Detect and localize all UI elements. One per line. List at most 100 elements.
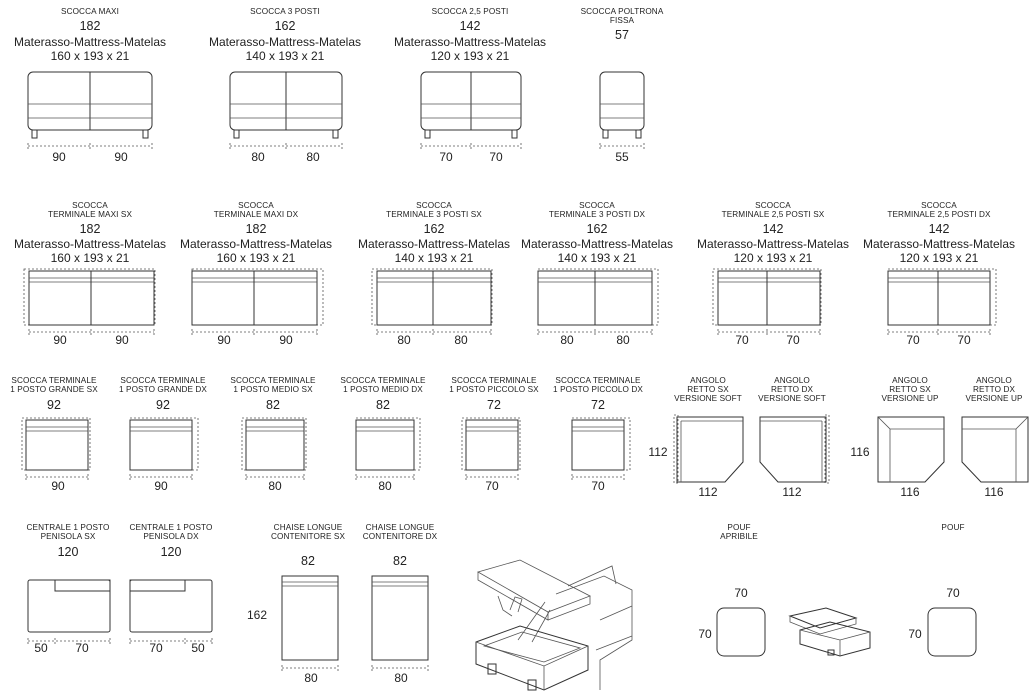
module-name-line2: TERMINALE 2,5 POSTI SX: [721, 210, 825, 219]
dimension-label: 80: [304, 671, 318, 685]
dimension-label: 90: [217, 333, 231, 347]
module-width: 72: [487, 398, 501, 412]
module-name: CENTRALE 1 POSTO: [26, 523, 110, 532]
mattress-size: 140 x 193 x 21: [394, 251, 474, 265]
dimension-label: 70: [75, 641, 89, 655]
module-name-line2: TERMINALE 3 POSTI SX: [386, 210, 482, 219]
mattress-label: Materasso-Mattress-Matelas: [357, 237, 511, 251]
module-name-line2: PENISOLA DX: [143, 532, 199, 541]
module-name-line3: VERSIONE UP: [965, 394, 1023, 403]
module-width: 92: [47, 398, 61, 412]
dimension-label: 70: [946, 586, 960, 600]
dimension-label: 90: [279, 333, 293, 347]
module-name: SCOCCA: [72, 201, 108, 210]
module-name-line2: 1 POSTO PICCOLO SX: [449, 385, 539, 394]
module-name: SCOCCA TERMINALE: [451, 376, 537, 385]
module-name-line2: RETTO DX: [972, 385, 1016, 394]
module-name-line2: 1 POSTO MEDIO SX: [233, 385, 313, 394]
corner-side-dimension: 112: [648, 445, 668, 459]
module-width: 142: [459, 19, 481, 33]
dimension-label: 70: [786, 333, 800, 347]
module-width: 142: [928, 222, 950, 236]
dimension-label: 90: [53, 333, 67, 347]
module-name: SCOCCA: [921, 201, 957, 210]
dimension-label: 70: [485, 479, 499, 493]
module-name-line3: VERSIONE SOFT: [758, 394, 826, 403]
dimension-label: 116: [900, 485, 920, 499]
module-width: 120: [160, 545, 182, 559]
dimension-label: 112: [698, 485, 718, 499]
dimension-label: 70: [735, 333, 749, 347]
module-width: 182: [79, 19, 101, 33]
module-name-line2: RETTO DX: [770, 385, 814, 394]
module-name: POUF: [727, 523, 751, 532]
module-width: 162: [586, 222, 608, 236]
module-width: 120: [57, 545, 79, 559]
dimension-label: 70: [149, 641, 163, 655]
dimension-label: 50: [191, 641, 205, 655]
module-name-line2: RETTO SX: [889, 385, 931, 394]
module-width: 82: [301, 554, 315, 568]
mattress-label: Materasso-Mattress-Matelas: [862, 237, 1016, 251]
dimension-label: 90: [51, 479, 65, 493]
dimension-label: 112: [782, 485, 802, 499]
dimension-label: 70: [439, 150, 453, 164]
dimension-label: 70: [908, 627, 922, 641]
mattress-size: 140 x 193 x 21: [245, 49, 325, 63]
dimension-label: 55: [615, 150, 629, 164]
module-name: POUF: [941, 523, 965, 532]
mattress-label: Materasso-Mattress-Matelas: [13, 35, 167, 49]
mattress-size: 160 x 193 x 21: [50, 49, 130, 63]
mattress-size: 140 x 193 x 21: [557, 251, 637, 265]
module-name: SCOCCA TERMINALE: [230, 376, 316, 385]
module-width: 142: [762, 222, 784, 236]
dimension-label: 80: [378, 479, 392, 493]
module-name: ANGOLO: [976, 376, 1012, 385]
module-width: 72: [591, 398, 605, 412]
module-name: ANGOLO: [690, 376, 726, 385]
module-name: SCOCCA TERMINALE: [120, 376, 206, 385]
dimension-label: 80: [268, 479, 282, 493]
mattress-label: Materasso-Mattress-Matelas: [13, 237, 167, 251]
dimension-label: 80: [560, 333, 574, 347]
module-name: CENTRALE 1 POSTO: [129, 523, 213, 532]
module-width: 92: [156, 398, 170, 412]
module-name-line2: CONTENITORE DX: [362, 532, 438, 541]
mattress-size: 120 x 193 x 21: [733, 251, 813, 265]
dimension-label: 70: [698, 627, 712, 641]
module-name: CHAISE LONGUE: [365, 523, 435, 532]
chaise-side-dimension: 162: [246, 608, 268, 622]
module-width: 162: [423, 222, 445, 236]
dimension-label: 80: [394, 671, 408, 685]
dimension-label: 80: [397, 333, 411, 347]
dimension-label: 70: [489, 150, 503, 164]
module-name: SCOCCA 2,5 POSTI: [431, 7, 509, 16]
dimension-label: 70: [957, 333, 971, 347]
module-name-line2: 1 POSTO GRANDE SX: [10, 385, 98, 394]
dimension-label: 70: [906, 333, 920, 347]
dimension-label: 90: [115, 333, 129, 347]
mattress-size: 160 x 193 x 21: [216, 251, 296, 265]
module-width: 162: [274, 19, 296, 33]
module-name: SCOCCA TERMINALE: [11, 376, 97, 385]
dimension-label: 80: [454, 333, 468, 347]
module-name-line3: VERSIONE SOFT: [674, 394, 742, 403]
module-name-line2: FISSA: [609, 16, 635, 25]
